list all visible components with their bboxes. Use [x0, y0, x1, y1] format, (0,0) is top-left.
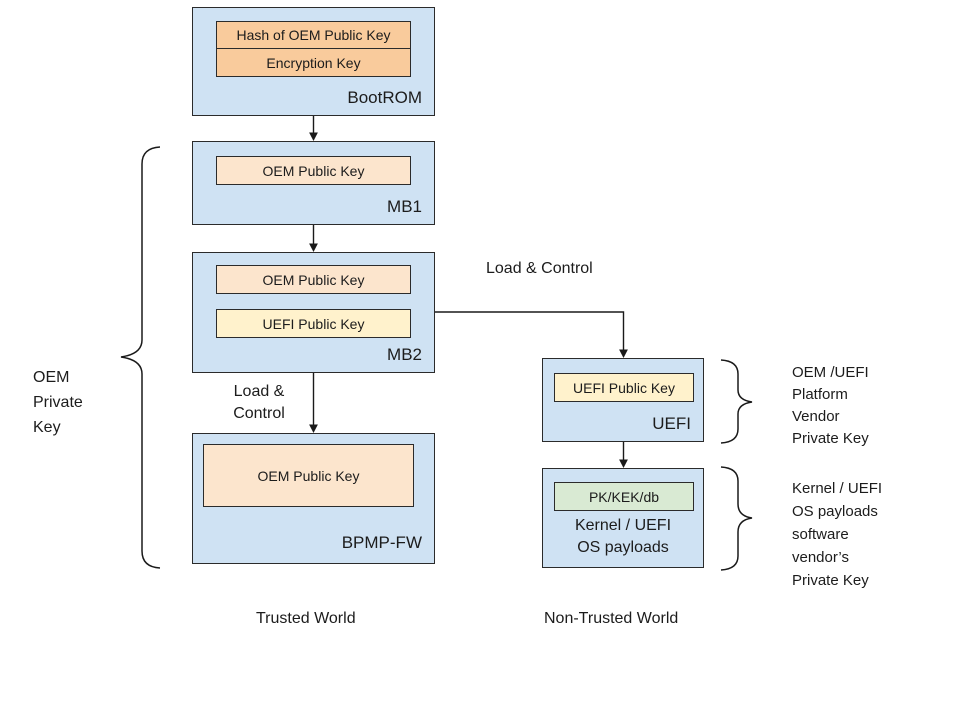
oem-private-key-label: OEM Private Key [33, 369, 83, 436]
uefi-label: UEFI [652, 414, 691, 433]
uefi-box: UEFI Public Key UEFI [542, 358, 704, 442]
mb1-label: MB1 [387, 197, 422, 216]
left-brace [120, 146, 161, 569]
bootrom-box: Hash of OEM Public Key Encryption Key Bo… [192, 7, 435, 116]
kernel-label: Kernel / UEFI OS payloads [574, 517, 672, 556]
uefi-public-key: UEFI Public Key [554, 373, 694, 402]
right-brace-kernel [720, 466, 753, 571]
encryption-key: Encryption Key [216, 48, 411, 77]
mb2-label: MB2 [387, 345, 422, 364]
right-brace-uefi [720, 359, 753, 444]
trusted-world-label: Trusted World [256, 610, 356, 627]
bpmp-oem-public-key: OEM Public Key [203, 444, 414, 507]
mb1-oem-public-key: OEM Public Key [216, 156, 411, 185]
arrow-mb2-to-uefi [435, 311, 625, 350]
os-vendor-private-key-label: Kernel / UEFI OS payloads software vendo… [792, 480, 883, 589]
pk-kek-db-key: PK/KEK/db [554, 482, 694, 511]
mb1-box: OEM Public Key MB1 [192, 141, 435, 225]
mb2-box: OEM Public Key UEFI Public Key MB2 [192, 252, 435, 373]
mb2-oem-public-key: OEM Public Key [216, 265, 411, 294]
bpmp-label: BPMP-FW [341, 533, 422, 552]
arrowhead-mb2-to-uefi [619, 349, 628, 358]
bpmp-box: OEM Public Key BPMP-FW [192, 433, 435, 564]
hash-oem-public-key: Hash of OEM Public Key [216, 21, 411, 49]
non-trusted-world-label: Non-Trusted World [544, 610, 679, 627]
arrowhead-bootrom-to-mb1 [309, 132, 318, 141]
arrowhead-mb1-to-mb2 [309, 243, 318, 252]
mb2-uefi-public-key: UEFI Public Key [216, 309, 411, 338]
load-control-horizontal-label: Load & Control [486, 260, 593, 277]
kernel-box: PK/KEK/db Kernel / UEFI OS payloads [542, 468, 704, 568]
load-control-vertical-label: Load & Control [233, 383, 285, 422]
arrowhead-uefi-to-kernel [619, 459, 628, 468]
platform-vendor-private-key-label: OEM /UEFI Platform Vendor Private Key [792, 364, 869, 447]
arrowhead-mb2-to-bpmp [309, 424, 318, 433]
bootrom-label: BootROM [347, 88, 422, 107]
